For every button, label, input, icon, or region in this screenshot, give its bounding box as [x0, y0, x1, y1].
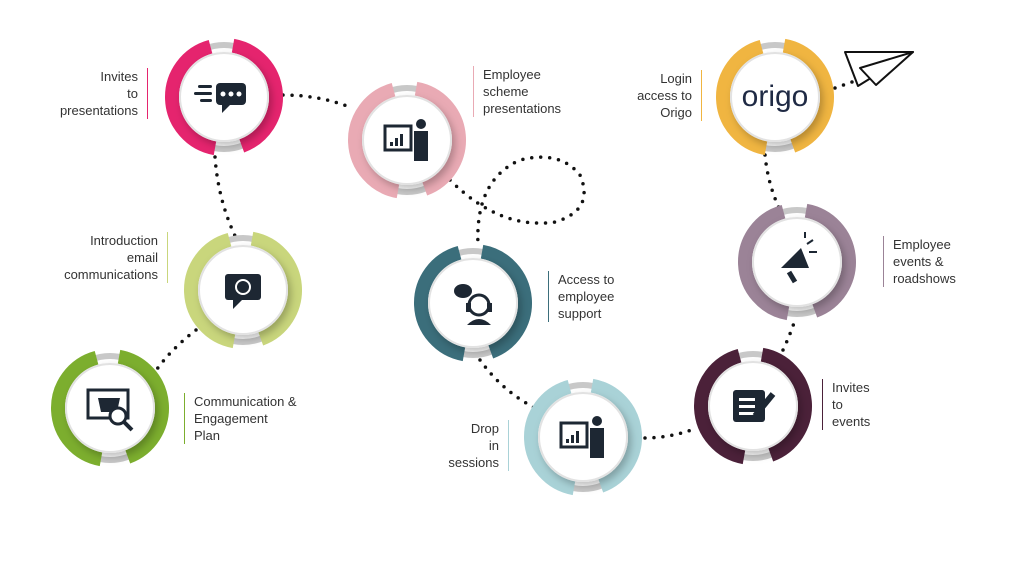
- label-line: to: [832, 397, 843, 412]
- node-employee-support: [414, 244, 532, 362]
- label-line: Invites: [100, 69, 138, 84]
- node-disc: [538, 392, 628, 482]
- node-employee-scheme-presentations: [348, 81, 466, 199]
- ring-arc: [231, 38, 283, 153]
- ring-arc: [414, 246, 466, 362]
- ring-arc: [184, 233, 236, 349]
- node-login-origo: origo: [716, 38, 834, 156]
- label-line: employee: [558, 289, 615, 304]
- ring-arc: [117, 349, 169, 464]
- label-employee-events-roadshows: Employee events & roadshows: [883, 236, 956, 287]
- label-line: Employee: [483, 67, 541, 82]
- label-line: presentations: [59, 103, 138, 118]
- label-line: presentations: [483, 101, 562, 116]
- label-line: Plan: [194, 428, 221, 443]
- ring-arc: [782, 38, 834, 153]
- presenter-icon: [383, 119, 428, 161]
- node-drop-in-sessions: [524, 378, 642, 496]
- ring-arc: [738, 205, 790, 321]
- label-invites-events: Invites to events: [822, 379, 870, 430]
- label-drop-in-sessions: Drop in sessions: [448, 420, 509, 471]
- label-line: email: [126, 250, 158, 265]
- node-employee-events-roadshows: [738, 203, 856, 321]
- presenter-board-icon: [559, 416, 604, 458]
- paper-plane-icon: [844, 51, 914, 87]
- node-introduction-email: [184, 231, 302, 349]
- label-line: sessions: [448, 455, 499, 470]
- node-communication-engagement-plan: [51, 349, 169, 467]
- ring-arc: [590, 378, 642, 493]
- ring-arc: [51, 351, 103, 467]
- label-line: access to: [637, 88, 692, 103]
- label-line: Engagement: [194, 411, 268, 426]
- node-invites-presentations: [165, 38, 283, 156]
- label-line: events: [832, 414, 871, 429]
- connector-path: [833, 80, 854, 90]
- connector-path: [478, 358, 547, 415]
- label-line: Login: [660, 71, 692, 86]
- node-disc: [362, 95, 452, 185]
- node-invites-events: [694, 347, 812, 465]
- origo-logo-icon: origo: [742, 80, 809, 113]
- support-headset-icon: [454, 284, 492, 325]
- svg-text:origo: origo: [742, 80, 809, 113]
- label-login-origo: Login access to Origo: [637, 70, 702, 121]
- node-disc: [730, 52, 820, 142]
- ring-arc: [716, 40, 768, 156]
- ring-arc: [524, 380, 576, 496]
- label-line: in: [488, 438, 499, 453]
- label-line: Access to: [558, 272, 615, 287]
- connector-path: [763, 153, 782, 212]
- connector-path: [153, 328, 198, 374]
- label-employee-support: Access to employee support: [548, 271, 614, 322]
- label-line: support: [558, 306, 602, 321]
- basket-search-icon: [86, 388, 134, 432]
- label-line: Drop: [470, 421, 499, 436]
- connector-path: [643, 426, 699, 440]
- label-line: Communication &: [194, 394, 297, 409]
- node-disc: [428, 258, 518, 348]
- ring-arc: [694, 349, 746, 465]
- ring-arc: [414, 81, 466, 196]
- ring-arc: [348, 83, 400, 199]
- label-line: events &: [893, 254, 944, 269]
- ring-arc: [760, 347, 812, 462]
- label-introduction-email: Introduction email communications: [64, 232, 168, 283]
- chat-icon: [194, 83, 246, 113]
- ring-arc: [250, 231, 302, 346]
- label-line: Employee: [893, 237, 951, 252]
- ring-arc: [165, 40, 217, 156]
- label-line: scheme: [483, 84, 529, 99]
- ring-arc: [480, 244, 532, 359]
- ring-arc: [804, 203, 856, 318]
- label-line: Origo: [660, 105, 692, 120]
- connector-path: [448, 155, 586, 247]
- label-line: Introduction: [90, 233, 158, 248]
- connector-path: [213, 155, 238, 240]
- connector-path: [281, 93, 354, 110]
- label-line: to: [127, 86, 138, 101]
- label-employee-scheme-presentations: Employee scheme presentations: [473, 66, 561, 117]
- document-pen-icon: [733, 390, 776, 422]
- label-invites-presentations: Invites to presentations: [60, 68, 148, 119]
- connector-path: [781, 318, 797, 352]
- label-line: roadshows: [893, 271, 956, 286]
- message-icon: [225, 274, 261, 309]
- label-line: Invites: [832, 380, 870, 395]
- label-line: communications: [64, 267, 158, 282]
- megaphone-icon: [781, 232, 817, 284]
